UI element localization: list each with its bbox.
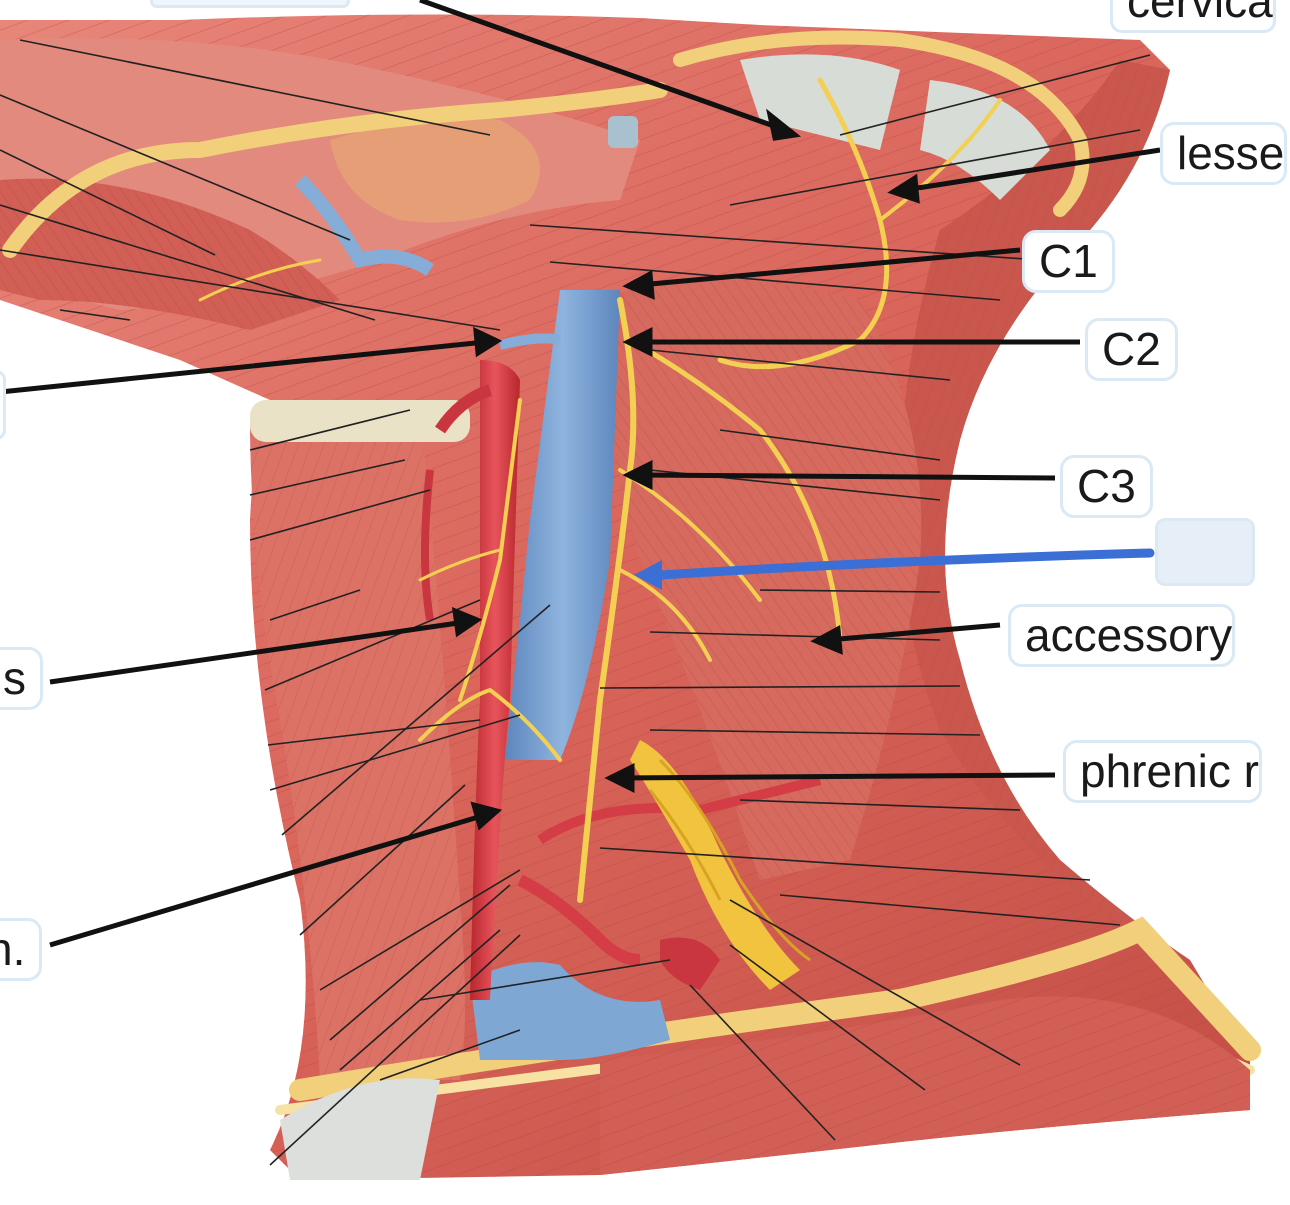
arrow-lesser bbox=[904, 147, 1161, 193]
arteries bbox=[421, 360, 822, 1000]
label-accessory[interactable]: accessory bbox=[1008, 604, 1236, 667]
arrow-c1-head bbox=[622, 269, 655, 300]
arrow-c2-head bbox=[622, 326, 653, 358]
arrow-left-s bbox=[49, 619, 466, 685]
label-left-n[interactable]: n. bbox=[0, 918, 43, 981]
strap-muscles bbox=[250, 406, 465, 1081]
label-cervical[interactable]: cervica bbox=[1110, 0, 1276, 33]
veins bbox=[295, 175, 670, 1060]
arrow-left-s-head bbox=[451, 607, 483, 638]
label-c1[interactable]: C1 bbox=[1022, 230, 1115, 293]
label-c2[interactable]: C2 bbox=[1085, 318, 1178, 381]
arrow-c3-head bbox=[622, 459, 653, 491]
lower-muscles bbox=[600, 996, 1250, 1175]
arrow-accessory-head bbox=[810, 624, 843, 655]
scalene-muscles bbox=[600, 280, 922, 880]
arrow-phrenic-head bbox=[604, 762, 635, 794]
arrow-left-upper bbox=[0, 339, 486, 395]
blank-label-tile[interactable] bbox=[1155, 518, 1255, 586]
arrow-left-n-head bbox=[470, 801, 503, 831]
arrow-c3 bbox=[639, 472, 1056, 481]
arrow-top-head bbox=[766, 108, 802, 141]
arrow-left-n bbox=[49, 812, 486, 948]
label-lesser[interactable]: lesse bbox=[1160, 122, 1288, 185]
highlight-arrow bbox=[634, 548, 1155, 590]
label-arrows bbox=[0, 0, 1161, 948]
arrow-left-upper-head bbox=[473, 326, 503, 358]
blank-label-top-left bbox=[150, 0, 350, 8]
label-c3[interactable]: C3 bbox=[1060, 455, 1153, 518]
arrow-phrenic bbox=[621, 772, 1056, 781]
arrow-accessory bbox=[827, 622, 1001, 643]
label-left-s[interactable]: s bbox=[0, 647, 43, 710]
label-left-upper-edge[interactable] bbox=[0, 370, 6, 440]
arrow-top bbox=[419, 0, 786, 133]
arrow-c1 bbox=[639, 247, 1021, 288]
arrow-lesser-head bbox=[887, 173, 920, 204]
thin-leader-lines bbox=[0, 39, 1151, 1166]
label-phrenic[interactable]: phrenic r bbox=[1063, 740, 1262, 803]
brachial-plexus bbox=[630, 740, 811, 990]
